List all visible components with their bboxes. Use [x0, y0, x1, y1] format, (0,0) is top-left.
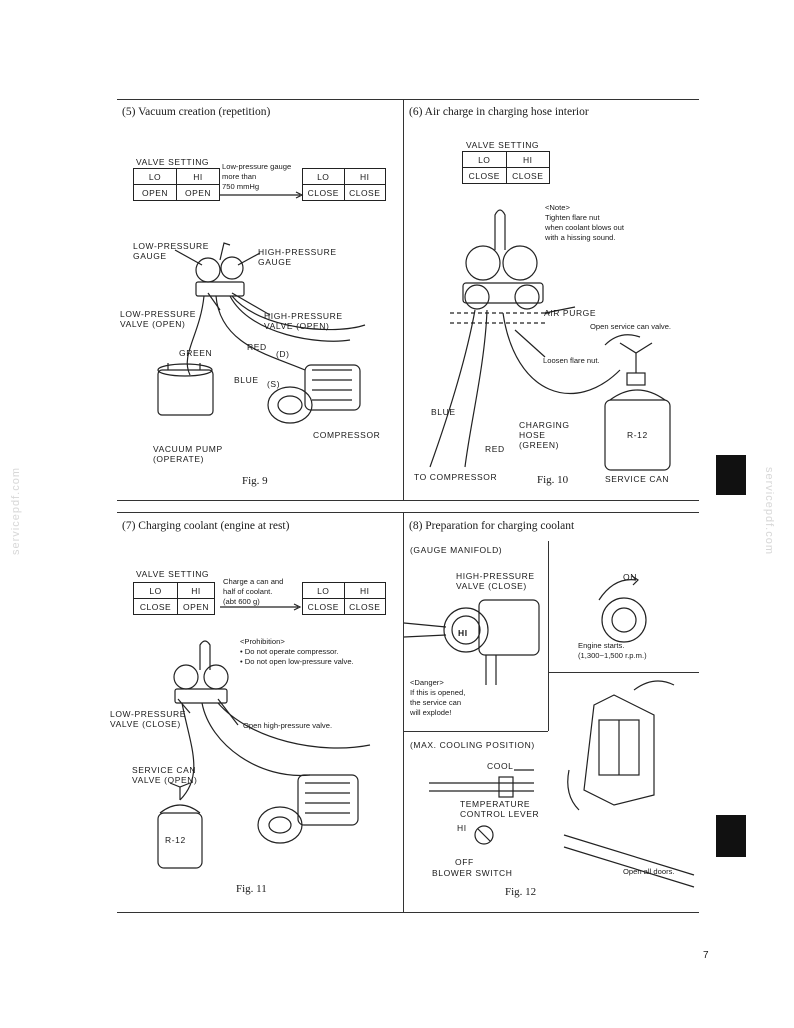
s6-note: <Note> Tighten flare nut when coolant bl… [545, 203, 624, 242]
s6-illustration [429, 209, 671, 471]
page-number: 7 [703, 950, 709, 961]
s7-label-service-valve: SERVICE CAN VALVE (OPEN) [132, 765, 198, 785]
s8-gauge-manifold: (GAUGE MANIFOLD) [410, 545, 503, 555]
s5-label-low-valve: LOW-PRESSURE VALVE (OPEN) [120, 309, 197, 329]
s5-label-d: (D) [276, 349, 290, 359]
fig-10-caption: Fig. 10 [537, 474, 569, 486]
s5-left-value-lo: OPEN [133, 184, 177, 201]
s8-doors: Open all doors. [623, 867, 675, 876]
s6-label-to-compressor: TO COMPRESSOR [414, 472, 498, 482]
s8-temp-lever: TEMPERATURE CONTROL LEVER [460, 799, 540, 819]
s8-box-underline [404, 731, 548, 732]
s7-valve-table-right: LO HI CLOSE CLOSE [302, 582, 386, 615]
s7-label-r12: R-12 [165, 835, 186, 845]
s5-label-s: (S) [267, 379, 281, 389]
s6-label-r12: R-12 [627, 430, 648, 440]
s5-right-value-lo: CLOSE [302, 184, 345, 201]
fig-11-caption: Fig. 11 [236, 883, 267, 895]
s8-high-valve: HIGH-PRESSURE VALVE (CLOSE) [456, 571, 535, 591]
s7-arrow-note: Charge a can and half of coolant. (abt 6… [223, 577, 284, 606]
s6-label-loosen: Loosen flare nut. [543, 356, 600, 365]
bottom-rule [117, 912, 699, 913]
s5-arrow-note: Low-pressure gauge more than 750 mmHg [222, 162, 292, 191]
s5-label-low-gauge: LOW-PRESSURE GAUGE [133, 241, 210, 261]
edge-tab-upper [716, 455, 746, 495]
s7-valve-table-left: LO HI CLOSE OPEN [132, 582, 215, 615]
fig-12-caption: Fig. 12 [505, 886, 537, 898]
s8-box-divider [548, 541, 549, 731]
s8-engine: Engine starts. (1,300~1,500 r.p.m.) [578, 641, 647, 660]
s7-right-value-hi: CLOSE [343, 598, 386, 615]
s7-valve-setting-label: VALVE SETTING [136, 569, 210, 579]
s5-label-compressor: COMPRESSOR [313, 430, 381, 440]
s5-label-blue: BLUE [234, 375, 259, 385]
s6-label-service-can: SERVICE CAN [605, 474, 670, 484]
s8-max-cooling: (MAX. COOLING POSITION) [410, 740, 535, 750]
watermark-right: servicepdf.com [762, 467, 775, 555]
edge-tab-lower [716, 815, 746, 857]
s6-header-lo: LO [462, 151, 507, 168]
s5-valve-setting-label: VALVE SETTING [136, 157, 210, 167]
s5-right-value-hi: CLOSE [343, 184, 386, 201]
s6-valve-table: LO HI CLOSE CLOSE [462, 151, 550, 184]
s7-label-low-valve: LOW-PRESSURE VALVE (CLOSE) [110, 709, 187, 729]
s7-left-value-hi: OPEN [177, 598, 215, 615]
section-7-title: (7) Charging coolant (engine at rest) [122, 520, 290, 532]
s6-label-open-service: Open service can valve. [590, 322, 672, 331]
s7-prohibition: <Prohibition> • Do not operate compresso… [240, 637, 354, 666]
middle-rule [117, 500, 699, 501]
s8-cool: COOL [487, 761, 514, 771]
center-divider-bottom [403, 512, 404, 912]
s8-right-box-underline [548, 672, 699, 673]
s8-danger: <Danger> If this is opened, the service … [410, 678, 466, 717]
s6-header-hi: HI [505, 151, 550, 168]
s8-off: OFF [455, 857, 474, 867]
s5-label-red: RED [247, 342, 267, 352]
s6-value-lo: CLOSE [462, 167, 507, 184]
section-6-title: (6) Air charge in charging hose interior [409, 106, 589, 118]
fig-9-caption: Fig. 9 [242, 475, 268, 487]
top-rule [117, 99, 699, 100]
middle-rule-lower [117, 512, 699, 513]
s5-valve-table-left: LO HI OPEN OPEN [133, 168, 220, 201]
section-8-title: (8) Preparation for charging coolant [409, 520, 575, 532]
s6-label-blue: BLUE [431, 407, 456, 417]
s7-label-open-high: Open high-pressure valve. [243, 721, 333, 730]
watermark-left: servicepdf.com [9, 467, 22, 555]
s8-hi-mark: HI [458, 628, 468, 638]
s5-left-value-hi: OPEN [176, 184, 220, 201]
s6-valve-setting-label: VALVE SETTING [466, 140, 540, 150]
s6-label-air-purge: AIR PURGE [544, 308, 597, 318]
s5-label-green: GREEN [179, 348, 213, 358]
s6-value-hi: CLOSE [505, 167, 550, 184]
s5-label-high-valve: HIGH-PRESSURE VALVE (OPEN) [264, 311, 343, 331]
section-5-title: (5) Vacuum creation (repetition) [122, 106, 271, 118]
s7-right-header-hi: HI [343, 582, 386, 599]
s8-hi: HI [457, 823, 467, 833]
s5-illustration [157, 191, 366, 424]
s8-on: ON [623, 572, 637, 582]
center-divider-top [403, 99, 404, 500]
s5-valve-table-right: LO HI CLOSE CLOSE [302, 168, 386, 201]
s6-label-red: RED [485, 444, 505, 454]
s7-illustration [157, 603, 371, 869]
s8-illustration [404, 575, 695, 888]
s7-left-value-lo: CLOSE [132, 598, 179, 615]
s5-label-high-gauge: HIGH-PRESSURE GAUGE [258, 247, 337, 267]
s5-label-vacuum-pump: VACUUM PUMP (OPERATE) [153, 444, 223, 464]
s8-blower: BLOWER SWITCH [432, 868, 513, 878]
s6-label-charging-hose: CHARGING HOSE (GREEN) [519, 420, 570, 450]
